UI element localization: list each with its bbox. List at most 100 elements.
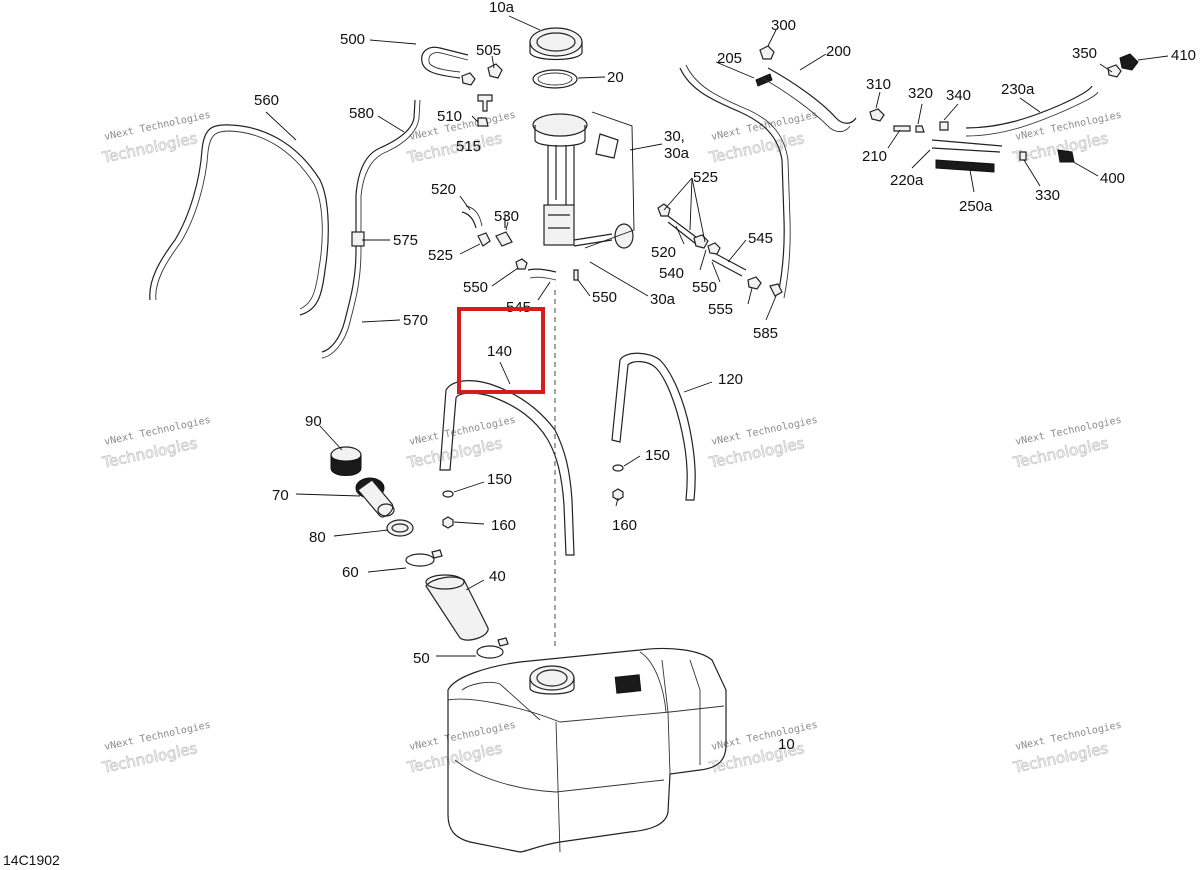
- callout-350[interactable]: 350: [1072, 45, 1097, 62]
- hose-250a: [935, 159, 995, 173]
- callout-250a[interactable]: 250a: [959, 198, 993, 215]
- hose-205-edge: [685, 64, 791, 299]
- gasket-20-inner: [537, 72, 573, 86]
- hose-200-edge: [761, 77, 851, 133]
- watermark: vNext Technologies Technologies: [99, 415, 211, 473]
- filler-neck-70: [355, 477, 395, 518]
- hose-200-cap: [755, 73, 773, 87]
- callout-160-right[interactable]: 160: [612, 517, 637, 534]
- callout-545-right[interactable]: 545: [748, 230, 773, 247]
- fitting-525: [477, 232, 491, 247]
- fitting-530: [495, 231, 513, 247]
- callout-150[interactable]: 150: [487, 471, 512, 488]
- fitting-540: [693, 234, 709, 249]
- callout-30[interactable]: 30,: [664, 128, 685, 145]
- callout-120[interactable]: 120: [718, 371, 743, 388]
- fitting-555: [747, 276, 762, 290]
- callout-400[interactable]: 400: [1100, 170, 1125, 187]
- callout-140[interactable]: 140: [487, 343, 512, 360]
- watermark: vNext Technologies Technologies: [706, 415, 818, 473]
- hose-220a: [931, 139, 1003, 153]
- nut-160a: [442, 516, 454, 529]
- callout-520-right[interactable]: 520: [651, 244, 676, 261]
- callout-500[interactable]: 500: [340, 31, 365, 48]
- callout-300[interactable]: 300: [771, 17, 796, 34]
- part-drawings: [149, 27, 1139, 853]
- callout-540[interactable]: 540: [659, 265, 684, 282]
- fitting-320: [915, 125, 925, 133]
- callout-570[interactable]: 570: [403, 312, 428, 329]
- watermark: vNext Technologies Technologies: [706, 720, 818, 778]
- lock-ring-10a-body: [529, 42, 583, 61]
- hose-230a-edge: [965, 91, 1099, 137]
- hose-205: [679, 67, 785, 296]
- callout-585[interactable]: 585: [753, 325, 778, 342]
- valve-400: [1057, 149, 1075, 163]
- strap-120: [611, 352, 696, 501]
- callout-530[interactable]: 530: [494, 208, 519, 225]
- callout-10[interactable]: 10: [778, 736, 795, 753]
- callout-310[interactable]: 310: [866, 76, 891, 93]
- filler-hose-40-end: [425, 574, 465, 590]
- callout-580[interactable]: 580: [349, 105, 374, 122]
- fitting-505b: [461, 72, 476, 86]
- hose-545b: [711, 253, 747, 277]
- callout-330[interactable]: 330: [1035, 187, 1060, 204]
- callout-560[interactable]: 560: [254, 92, 279, 109]
- callout-60[interactable]: 60: [342, 564, 359, 581]
- fuel-pump-module-30: [532, 113, 634, 249]
- callout-515[interactable]: 515: [456, 138, 481, 155]
- callout-505[interactable]: 505: [476, 42, 501, 59]
- callout-550-right[interactable]: 550: [692, 279, 717, 296]
- callout-30a-lower[interactable]: 30a: [650, 291, 676, 308]
- callout-205[interactable]: 205: [717, 50, 742, 67]
- fitting-515: [477, 117, 489, 127]
- callout-50[interactable]: 50: [413, 650, 430, 667]
- callout-210[interactable]: 210: [862, 148, 887, 165]
- hose-200: [767, 67, 857, 124]
- callout-550[interactable]: 550: [463, 279, 488, 296]
- hose-520: [461, 211, 477, 229]
- fitting-350: [1107, 64, 1122, 78]
- callout-90[interactable]: 90: [305, 413, 322, 430]
- callout-525[interactable]: 525: [428, 247, 453, 264]
- bracket-30: [584, 111, 635, 249]
- washer-150a: [442, 490, 454, 498]
- callout-340[interactable]: 340: [946, 87, 971, 104]
- callout-550-center[interactable]: 550: [592, 289, 617, 306]
- callout-525-right[interactable]: 525: [693, 169, 718, 186]
- fitting-340: [939, 121, 949, 131]
- callout-220a[interactable]: 220a: [890, 172, 924, 189]
- hose-560-edge: [155, 130, 323, 310]
- callout-230a[interactable]: 230a: [1001, 81, 1035, 98]
- hose-545-edge: [529, 276, 557, 281]
- lock-ring-10a: [529, 27, 583, 57]
- hose-500: [421, 46, 469, 79]
- nut-550: [515, 258, 528, 270]
- callout-70[interactable]: 70: [272, 487, 289, 504]
- callout-30a[interactable]: 30a: [664, 145, 690, 162]
- callout-20[interactable]: 20: [607, 69, 624, 86]
- callout-510[interactable]: 510: [437, 108, 462, 125]
- highlight-box-140: [457, 307, 545, 394]
- callout-320[interactable]: 320: [908, 85, 933, 102]
- callout-10a[interactable]: 10a: [489, 0, 515, 16]
- tube-540: [667, 215, 701, 245]
- callout-200[interactable]: 200: [826, 43, 851, 60]
- clamp-60: [405, 553, 435, 567]
- hose-230a: [965, 85, 1093, 129]
- hose-580-edge: [321, 99, 421, 359]
- callout-520[interactable]: 520: [431, 181, 456, 198]
- fitting-585: [769, 283, 783, 297]
- watermark: vNext Technologies Technologies: [1010, 720, 1122, 778]
- callout-410[interactable]: 410: [1171, 47, 1196, 64]
- hose-560: [149, 124, 329, 316]
- callout-150-right[interactable]: 150: [645, 447, 670, 464]
- callout-80[interactable]: 80: [309, 529, 326, 546]
- callout-555[interactable]: 555: [708, 301, 733, 318]
- callout-40[interactable]: 40: [489, 568, 506, 585]
- callout-575[interactable]: 575: [393, 232, 418, 249]
- callout-160[interactable]: 160: [491, 517, 516, 534]
